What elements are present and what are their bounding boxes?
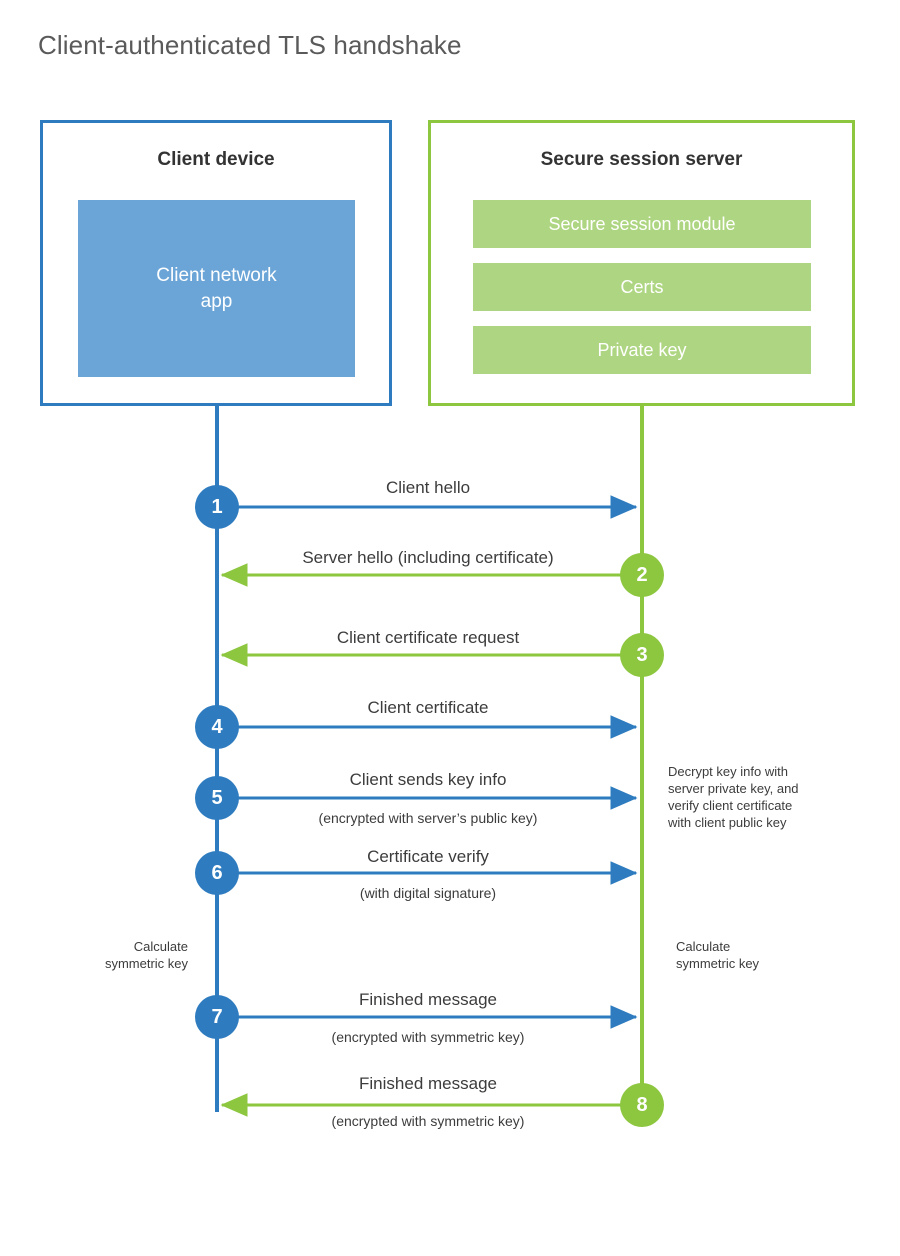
server-component-secure-session-module: Secure session module (473, 200, 811, 248)
note-client-calculate-line-2: symmetric key (104, 956, 188, 971)
server-component-certs: Certs (473, 263, 811, 311)
note-server-decrypt: Decrypt key info with server private key… (668, 763, 848, 831)
message-sublabel-8: (encrypted with symmetric key) (331, 1113, 525, 1129)
message-label-5: Client sends key info (349, 770, 507, 789)
note-server-calculate-line-1: Calculate (676, 939, 731, 954)
note-server-decrypt-line-4: with client public key (668, 815, 787, 830)
message-sublabel-6: (with digital signature) (359, 885, 497, 901)
server-component-private-key: Private key (473, 326, 811, 374)
message-sublabel-7: (encrypted with symmetric key) (331, 1029, 525, 1045)
note-server-decrypt-line-3: verify client certificate (668, 798, 793, 813)
client-network-app-label: Client network app (156, 263, 276, 315)
message-label-7: Finished message (359, 990, 497, 1009)
note-server-calculate-line-2: symmetric key (676, 956, 760, 971)
step-circle-6[interactable]: 6 (195, 851, 239, 895)
note-client-calculate-line-1: Calculate (133, 939, 188, 954)
secure-session-server-title: Secure session server (540, 149, 743, 170)
note-server-decrypt-line-1: Decrypt key info with (668, 764, 788, 779)
message-label-3: Client certificate request (336, 628, 520, 647)
step-circle-8[interactable]: 8 (620, 1083, 664, 1127)
note-server-decrypt-line-2: server private key, and (668, 781, 799, 796)
client-lifeline (215, 403, 219, 1112)
message-label-1: Client hello (385, 478, 471, 497)
client-app-label-line2: app (200, 290, 233, 312)
step-circle-3[interactable]: 3 (620, 633, 664, 677)
server-lifeline (640, 403, 644, 1105)
message-sublabel-5: (encrypted with server’s public key) (318, 810, 538, 826)
page-title: Client-authenticated TLS handshake (38, 30, 462, 60)
step-circle-2[interactable]: 2 (620, 553, 664, 597)
client-device-box: Client device Client network app (40, 120, 392, 406)
step-circle-1[interactable]: 1 (195, 485, 239, 529)
client-network-app-block: Client network app (78, 200, 355, 377)
client-app-label-line1: Client network (156, 264, 277, 286)
secure-session-server-box: Secure session server Secure session mod… (428, 120, 855, 406)
message-label-8: Finished message (359, 1074, 497, 1093)
note-server-calculate-symmetric-key: Calculate symmetric key (676, 938, 856, 972)
message-label-4: Client certificate (367, 698, 489, 717)
step-circle-5[interactable]: 5 (195, 776, 239, 820)
message-label-6: Certificate verify (367, 847, 489, 866)
step-circle-7[interactable]: 7 (195, 995, 239, 1039)
note-client-calculate-symmetric-key: Calculate symmetric key (30, 938, 188, 972)
step-circle-4[interactable]: 4 (195, 705, 239, 749)
message-label-2: Server hello (including certificate) (302, 548, 554, 567)
client-device-title: Client device (157, 149, 275, 170)
